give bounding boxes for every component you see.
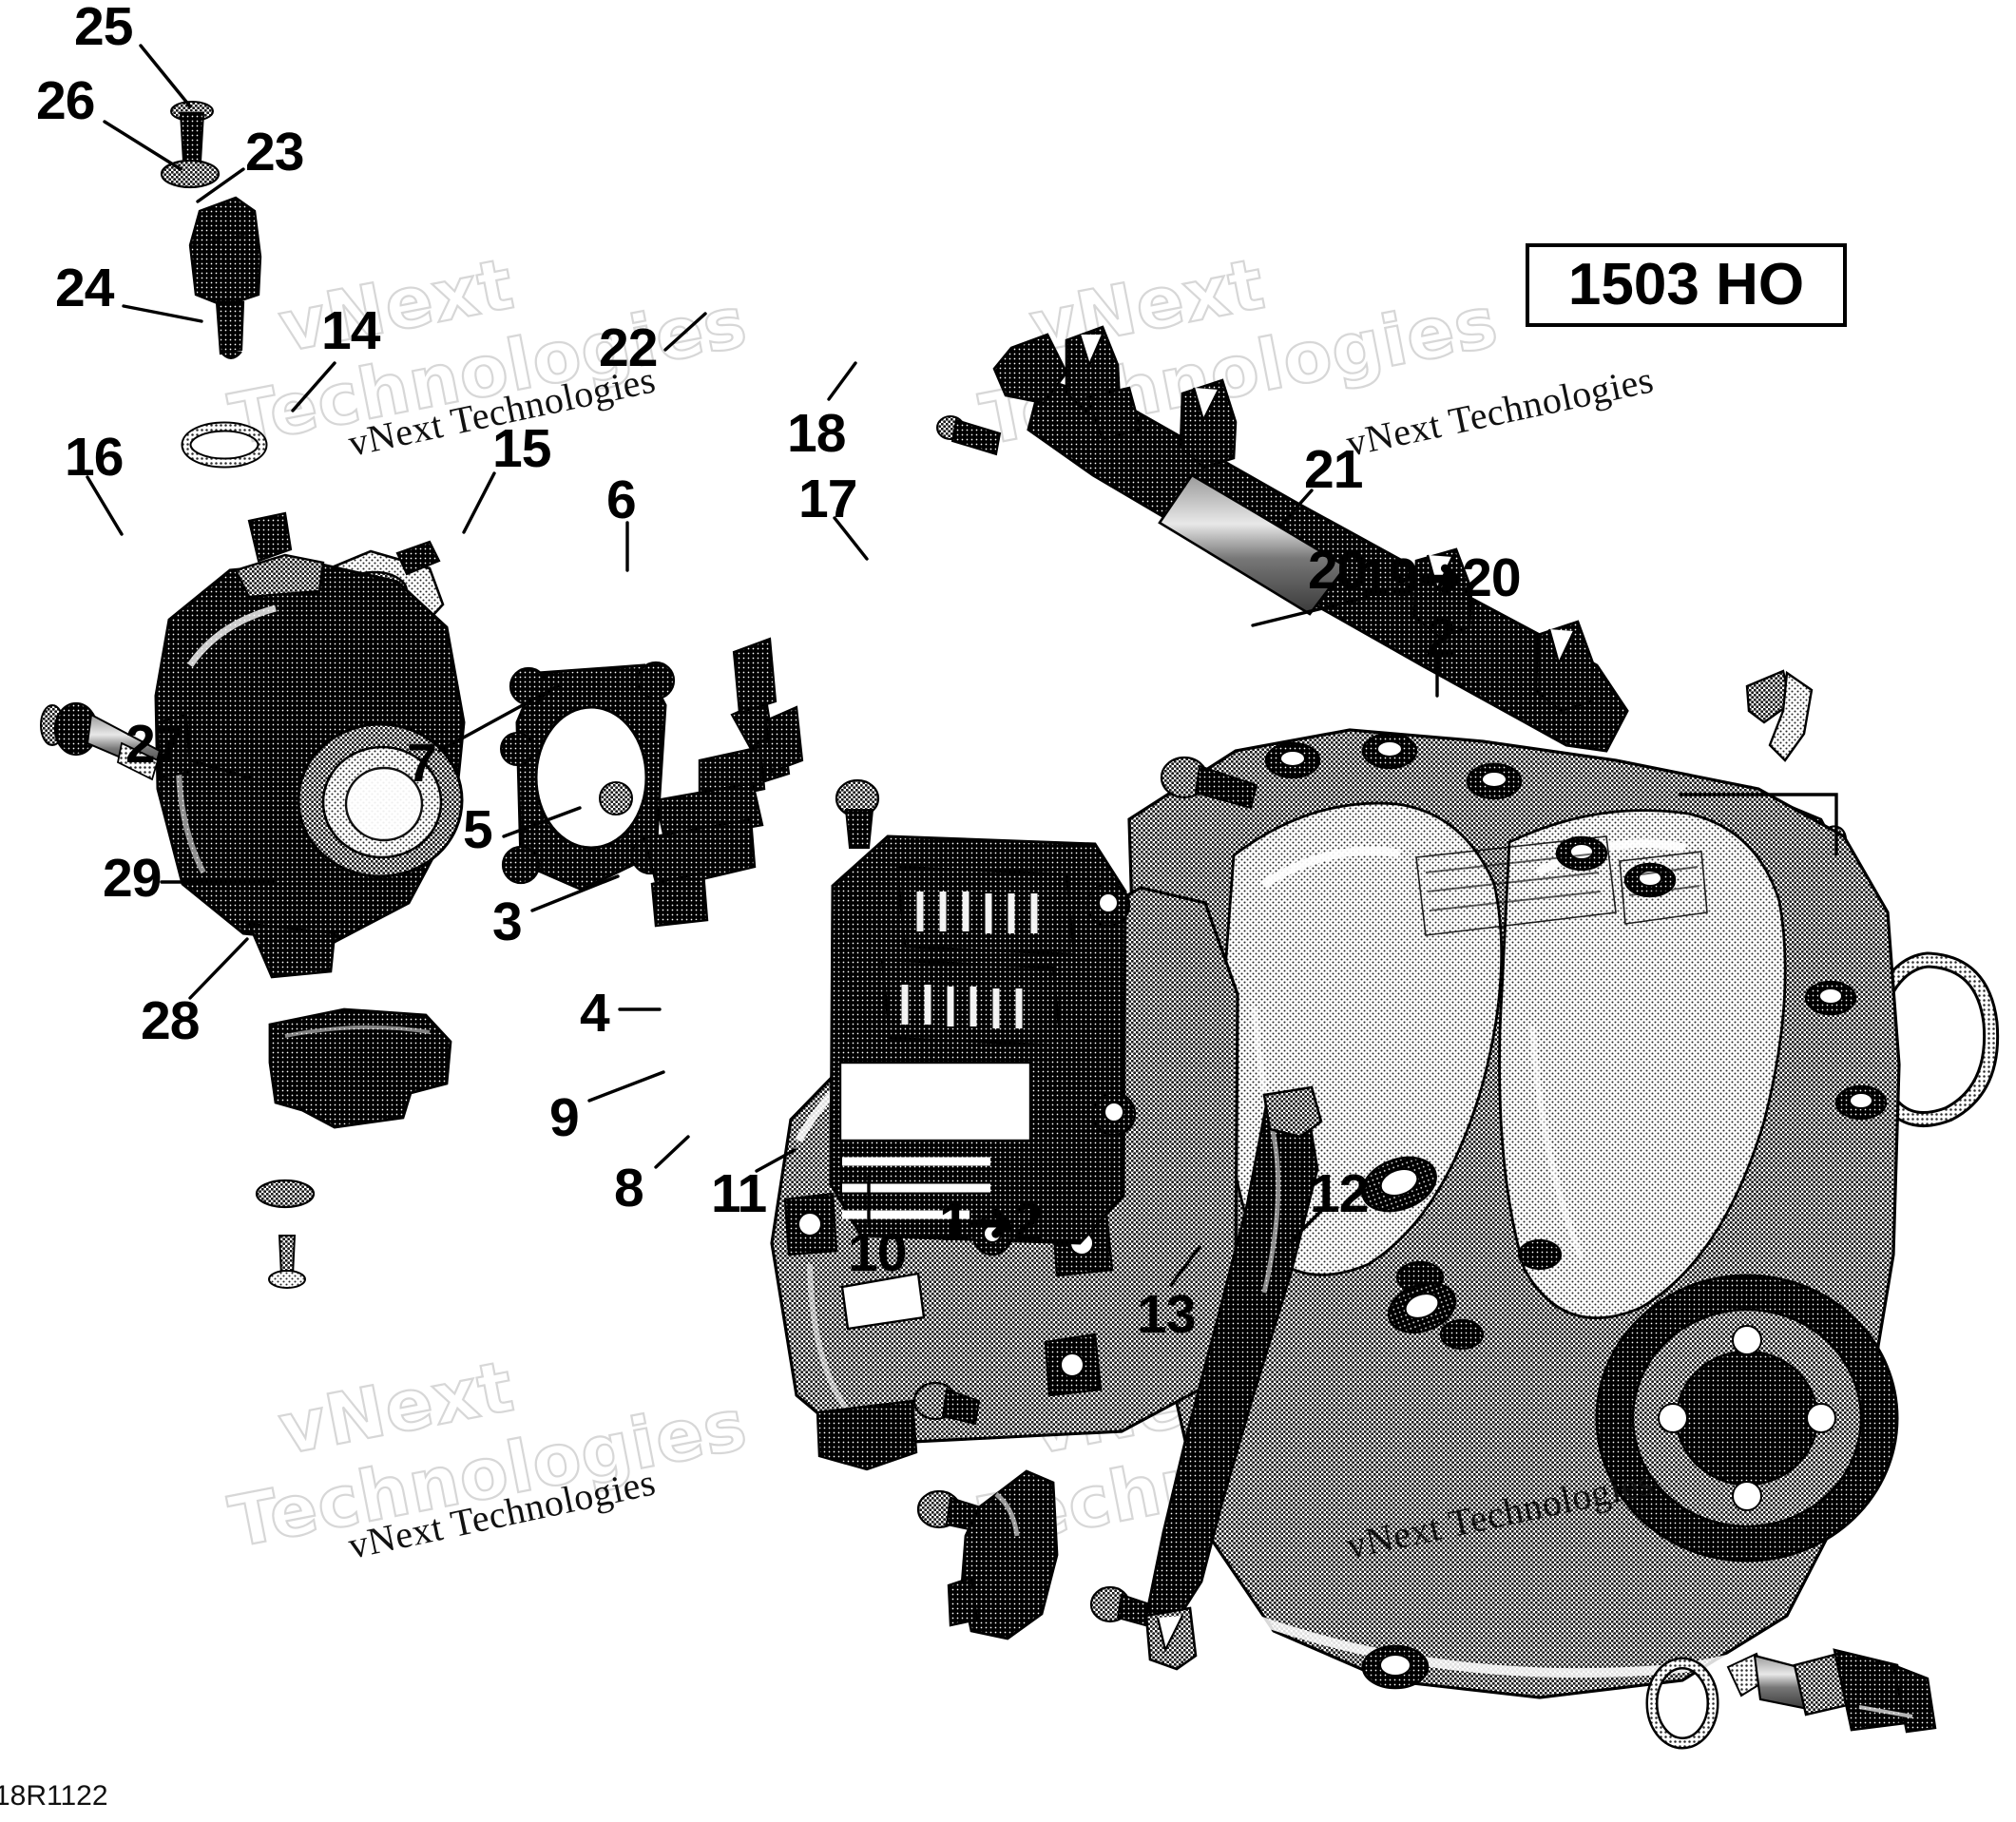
callout-number-20: 20	[1308, 540, 1367, 601]
callout-number-19-20: 19➜20	[1359, 547, 1522, 608]
callout-leader-5	[502, 806, 582, 838]
part-22-screw	[936, 415, 1002, 456]
part-25-screw	[170, 101, 214, 163]
callout-leader-14	[291, 361, 336, 412]
callout-leader-18	[827, 361, 857, 401]
part-7-reed-valve	[643, 637, 804, 928]
callout-leader-17	[833, 516, 869, 561]
callout-number-18: 18	[787, 403, 846, 464]
callout-number-24: 24	[55, 258, 114, 318]
callout-number-28: 28	[141, 990, 200, 1051]
part-24-o-ring	[181, 421, 268, 469]
callout-leader-22	[663, 312, 707, 352]
callout-leader-8	[654, 1135, 690, 1169]
callout-number-2: 2	[1426, 607, 1456, 668]
callout-leader-15	[462, 471, 496, 534]
callout-number-11: 11	[711, 1163, 767, 1224]
callout-number-21: 21	[1304, 439, 1363, 500]
callout-leader-25	[139, 44, 192, 108]
callout-number-7: 7	[407, 733, 437, 794]
callout-number-13: 13	[1137, 1284, 1196, 1345]
callout-number-14: 14	[321, 300, 380, 361]
reference-code: 18R1122	[0, 1780, 108, 1812]
callout-leader-21	[1279, 489, 1314, 527]
callout-number-12: 12	[1310, 1163, 1369, 1224]
model-badge: 1503 HO	[1526, 243, 1847, 327]
manifold-bellows-boss	[1595, 1274, 1899, 1563]
callout-number-29: 29	[103, 848, 162, 909]
callout-number-3: 3	[492, 892, 523, 952]
part-5-ecu-module	[829, 834, 1137, 1256]
callout-leader-7	[437, 682, 563, 753]
callout-number-23: 23	[245, 122, 304, 182]
callout-number-5: 5	[463, 799, 493, 860]
callout-number-1-2: 1➜2	[939, 1192, 1043, 1253]
part-throttle-body	[154, 553, 466, 979]
part-16-bolt	[40, 701, 162, 781]
callout-number-17: 17	[798, 469, 857, 529]
part-21-injector-clip	[1745, 669, 1814, 762]
part-12-temperature-sensor	[1726, 1648, 1937, 1734]
callout-number-27: 27	[125, 714, 184, 775]
callout-leader-3	[530, 874, 620, 912]
part-23-sensor-module	[188, 196, 262, 359]
callout-leader-12	[1289, 1207, 1325, 1243]
callout-20-bracket	[1679, 793, 1838, 855]
callout-leader-11	[755, 1148, 797, 1173]
callout-number-6: 6	[606, 470, 637, 530]
callout-leader-19-20	[1251, 595, 1371, 627]
part-1-intake-manifold	[1127, 728, 1901, 1699]
part-29-washer	[255, 1179, 316, 1209]
callout-leader-13	[1169, 1245, 1201, 1287]
callout-number-10: 10	[848, 1222, 907, 1283]
part-10-support-rod	[1144, 1085, 1323, 1671]
part-27-cover	[268, 1007, 452, 1129]
part-4-screw	[912, 1381, 981, 1426]
part-8-bracket	[947, 1469, 1059, 1640]
part-6-screw	[835, 778, 880, 849]
callout-leader-28	[188, 937, 249, 1000]
callout-leader-23	[196, 167, 245, 203]
model-badge-label: 1503 HO	[1567, 252, 1805, 317]
callout-number-4: 4	[580, 983, 610, 1044]
callout-number-9: 9	[549, 1087, 580, 1148]
callout-leader-16	[86, 475, 124, 536]
callout-leader-26	[103, 120, 182, 171]
callout-number-16: 16	[65, 427, 124, 488]
callout-number-8: 8	[614, 1158, 644, 1218]
callout-number-22: 22	[599, 317, 658, 378]
callout-leader-9	[587, 1070, 665, 1103]
part-28-screw	[268, 1235, 306, 1289]
callout-leader-24	[122, 304, 203, 323]
callout-leader-27	[188, 758, 251, 779]
callout-number-25: 25	[74, 0, 133, 57]
part-13-o-ring	[1645, 1657, 1719, 1750]
part-18-fuel-rail	[992, 325, 1629, 753]
callout-number-26: 26	[36, 70, 95, 131]
callout-number-15: 15	[492, 418, 551, 479]
part-17-bolt	[1160, 756, 1258, 810]
